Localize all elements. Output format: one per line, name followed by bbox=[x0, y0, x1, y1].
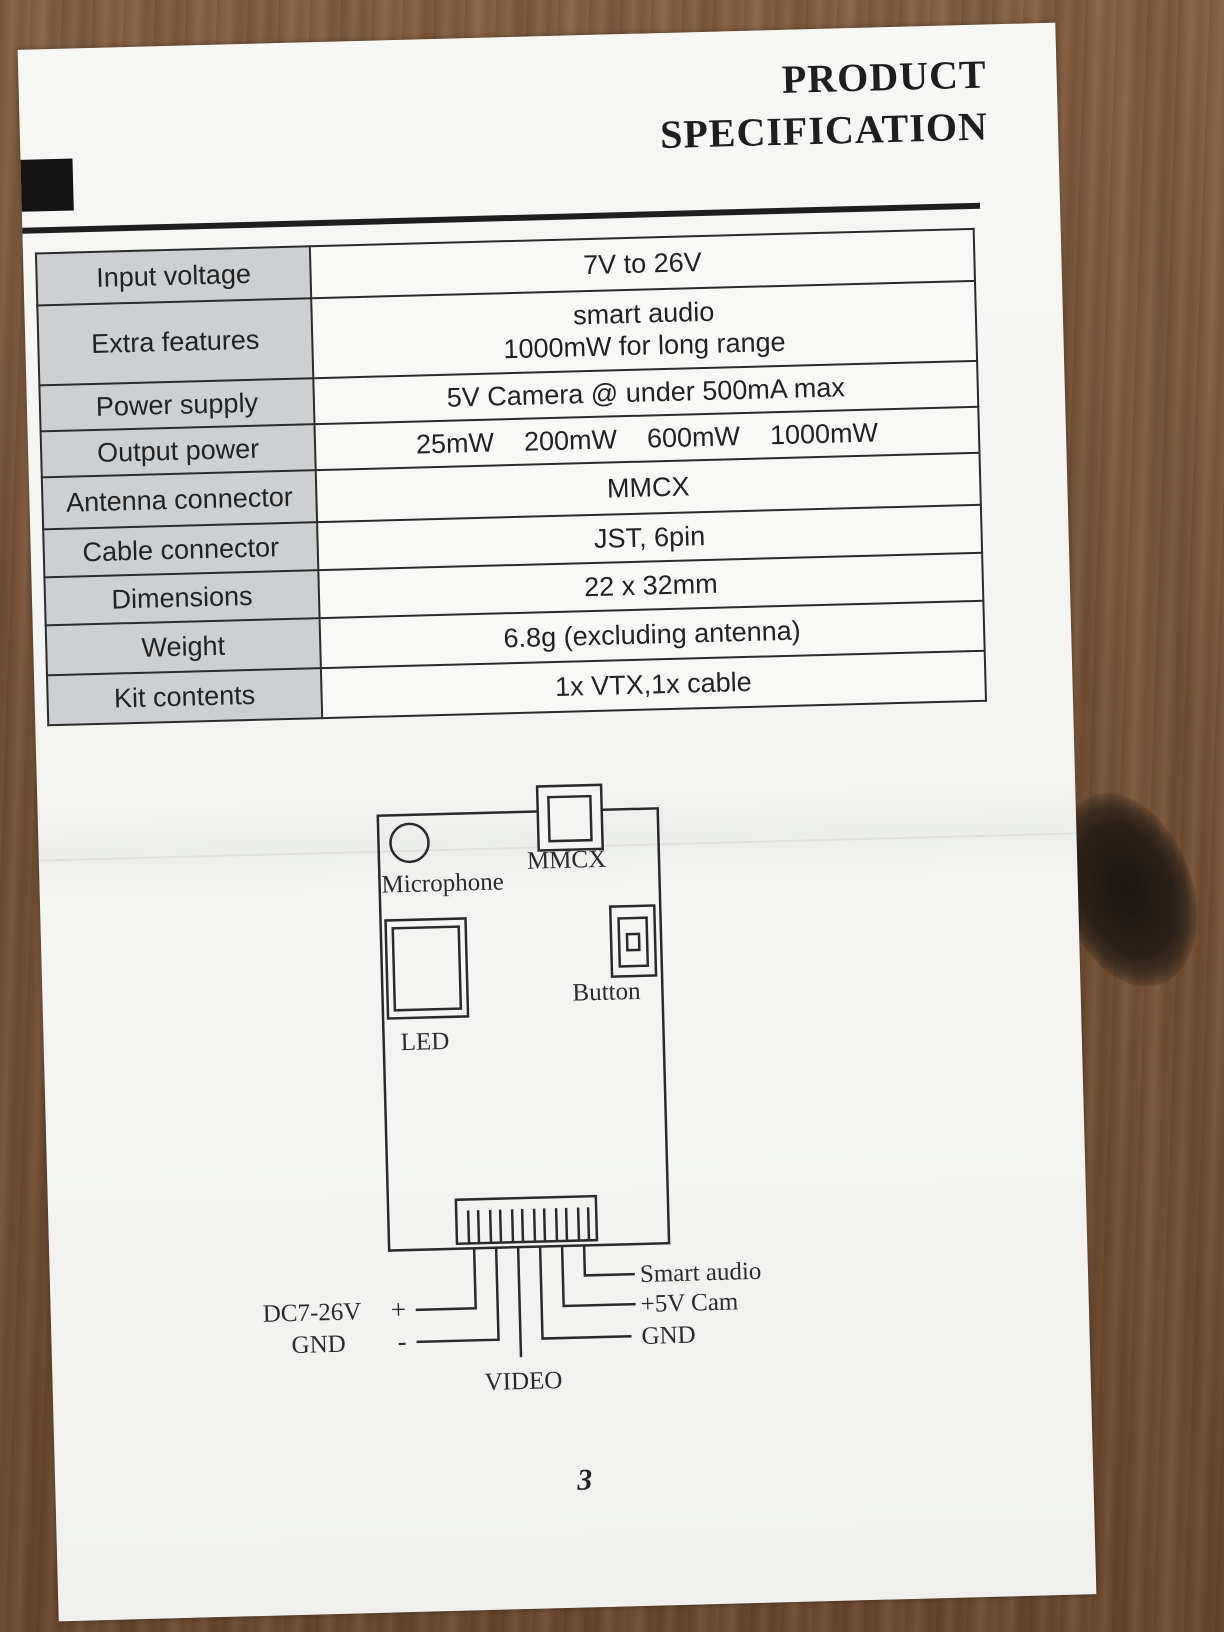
mmcx-label: MMCX bbox=[527, 846, 607, 875]
wire-gnd-right bbox=[538, 1246, 632, 1340]
wire-gnd-left bbox=[416, 1247, 500, 1344]
microphone-label: Microphone bbox=[381, 868, 504, 898]
wire-dc-plus bbox=[415, 1248, 477, 1312]
page-number: 3 bbox=[576, 1463, 593, 1497]
minus-sign: - bbox=[397, 1326, 407, 1356]
video-label: VIDEO bbox=[484, 1367, 562, 1396]
mmcx-connector bbox=[535, 783, 604, 852]
led-label: LED bbox=[400, 1028, 449, 1056]
board-outline bbox=[376, 807, 671, 1252]
cam-5v-label: +5V Cam bbox=[640, 1288, 739, 1318]
wire-5v-cam bbox=[560, 1245, 636, 1308]
pin-header bbox=[454, 1194, 599, 1246]
wiring-lines bbox=[415, 1245, 636, 1358]
wire-video bbox=[516, 1247, 523, 1358]
manual-page: PRODUCT SPECIFICATION Input voltage 7V t… bbox=[17, 22, 1097, 1622]
button-component bbox=[608, 904, 658, 978]
smart-audio-label: Smart audio bbox=[640, 1258, 762, 1288]
dc-input-label: DC7-26V bbox=[262, 1298, 361, 1328]
led-component bbox=[384, 917, 470, 1020]
vtx-pinout-diagram: Microphone MMCX Button LED DC7-26V + GND… bbox=[262, 783, 762, 1396]
button-label: Button bbox=[572, 978, 641, 1007]
microphone-circle bbox=[389, 822, 430, 864]
plus-sign: + bbox=[390, 1294, 406, 1324]
gnd-right-label: GND bbox=[641, 1322, 696, 1350]
gnd-left-label: GND bbox=[291, 1331, 346, 1359]
wire-smart-audio bbox=[582, 1245, 635, 1277]
